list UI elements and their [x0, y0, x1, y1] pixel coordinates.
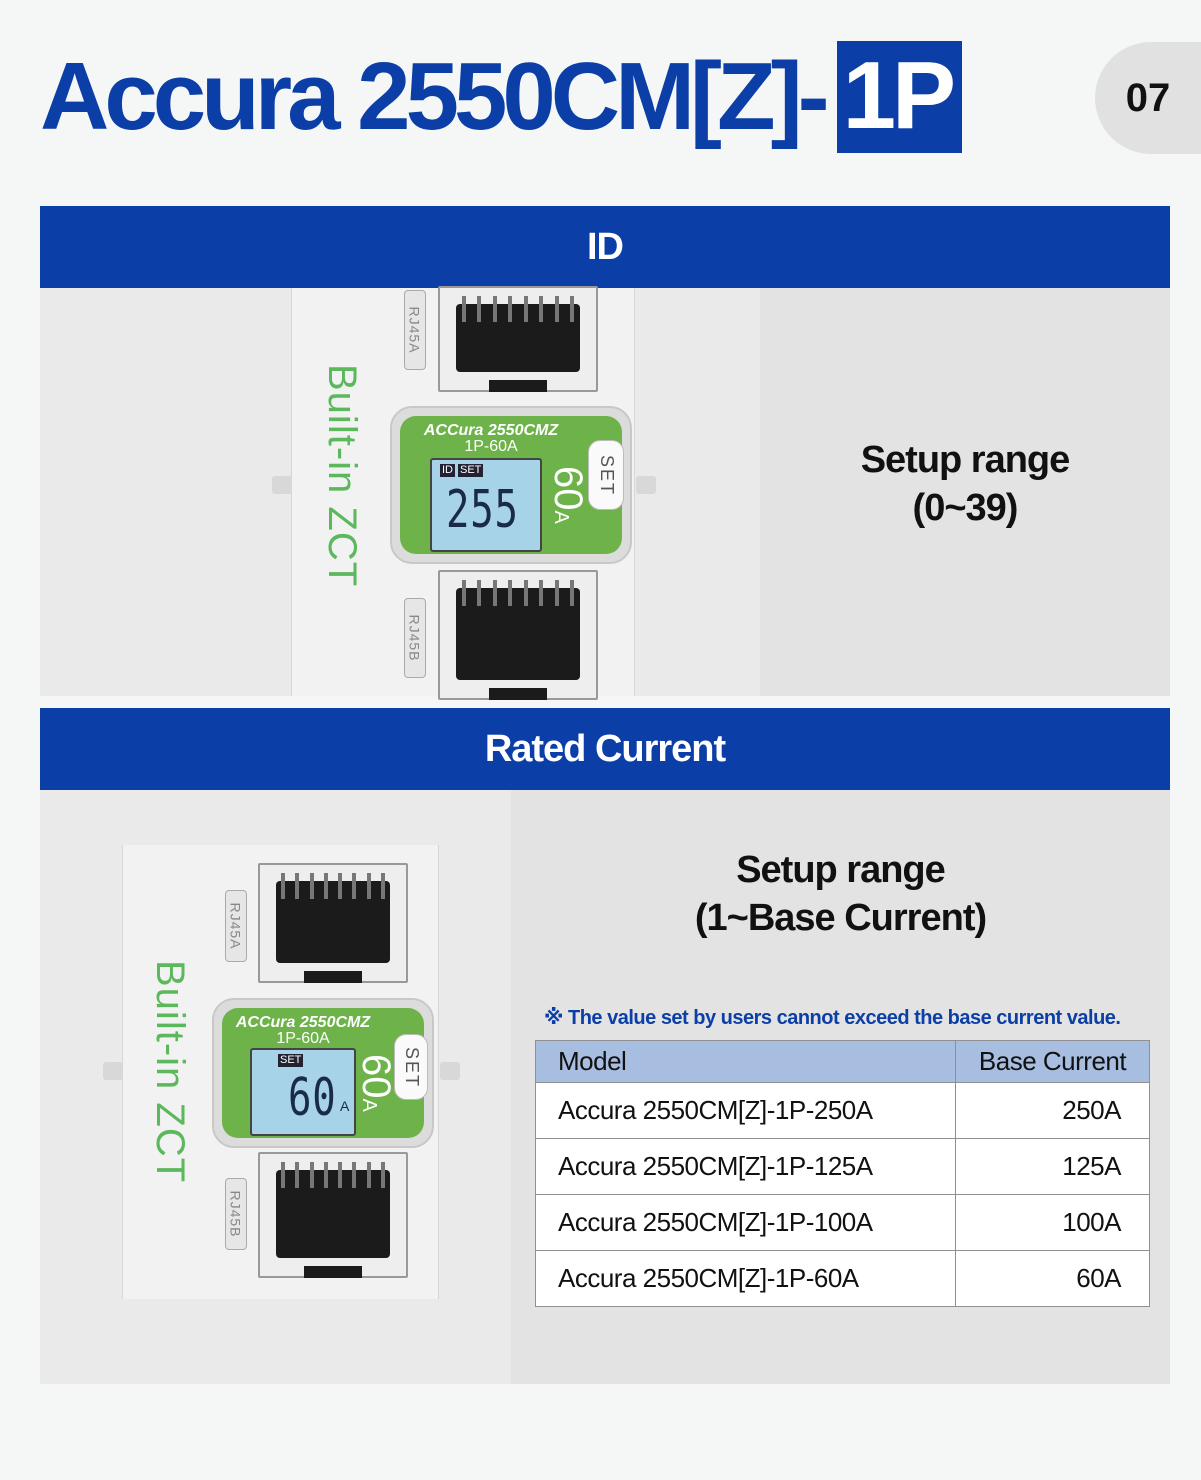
rj45a-label: RJ45A	[404, 290, 426, 370]
lcd-tag-set: SET	[278, 1054, 304, 1067]
base-current-cell: 60A	[955, 1250, 1150, 1307]
model-cell: Accura 2550CM[Z]-1P-125A	[535, 1138, 956, 1195]
table-row: Accura 2550CM[Z]-1P-125A 125A	[535, 1138, 1150, 1195]
lcd-screen: ID SET 255	[430, 458, 542, 552]
section-heading-id: ID	[40, 206, 1170, 288]
display-module: ACCura 2550CMZ 1P-60A SET 60 A 60A SET	[212, 998, 434, 1148]
lcd-tag-set: SET	[458, 464, 484, 477]
model-cell: Accura 2550CM[Z]-1P-250A	[535, 1082, 956, 1139]
column-header-model: Model	[535, 1040, 956, 1083]
display-module: ACCura 2550CMZ 1P-60A ID SET 255 60A SET	[390, 406, 632, 564]
model-cell: Accura 2550CM[Z]-1P-100A	[535, 1194, 956, 1251]
module-brand: ACCura 2550CMZ	[235, 1014, 371, 1031]
device-clip-left	[103, 1062, 123, 1080]
device-clip-right	[636, 476, 656, 494]
base-current-cell: 125A	[955, 1138, 1150, 1195]
module-model: 1P-60A	[276, 1030, 330, 1047]
title-highlight: 1P	[836, 41, 962, 153]
module-model: 1P-60A	[464, 438, 518, 455]
rj45a-label: RJ45A	[225, 890, 247, 962]
set-button[interactable]: SET	[588, 440, 624, 510]
model-cell: Accura 2550CM[Z]-1P-60A	[535, 1250, 956, 1307]
rj45b-port	[438, 570, 598, 700]
module-brand: ACCura 2550CMZ	[423, 422, 559, 439]
lcd-value: 255	[446, 480, 519, 540]
base-current-table: Model Base Current Accura 2550CM[Z]-1P-2…	[535, 1040, 1150, 1307]
section-heading-rated-current: Rated Current	[40, 708, 1170, 790]
base-current-cell: 100A	[955, 1194, 1150, 1251]
zct-label: Built-in ZCT	[320, 364, 364, 588]
rated-setup-range: Setup range (1~Base Current)	[694, 849, 987, 939]
column-header-base-current: Base Current	[955, 1040, 1150, 1083]
id-setup-panel: Setup range (0~39)	[760, 288, 1170, 696]
rj45a-port	[258, 863, 408, 983]
base-current-note: ※ The value set by users cannot exceed t…	[544, 1007, 1121, 1029]
id-setup-range: Setup range (0~39)	[860, 439, 1071, 529]
table-row: Accura 2550CM[Z]-1P-60A 60A	[535, 1250, 1150, 1307]
lcd-tag-id: ID	[440, 464, 455, 477]
title-text: Accura 2550CM[Z]-	[40, 43, 830, 150]
rj45b-label: RJ45B	[225, 1178, 247, 1250]
rated-device-panel: RJ45A RJ45B Built-in ZCT ACCura 2550CMZ …	[40, 790, 511, 1384]
table-header-row: Model Base Current	[535, 1040, 1150, 1083]
lcd-screen: SET 60 A	[250, 1048, 356, 1136]
module-rating: 60A	[354, 1054, 398, 1112]
table-row: Accura 2550CM[Z]-1P-250A 250A	[535, 1082, 1150, 1139]
page-title: Accura 2550CM[Z]- 1P	[40, 38, 962, 156]
lcd-unit: A	[340, 1098, 350, 1114]
module-rating: 60A	[546, 466, 590, 524]
rj45a-port	[438, 286, 598, 392]
rj45b-port	[258, 1152, 408, 1278]
rj45b-label: RJ45B	[404, 598, 426, 678]
zct-label: Built-in ZCT	[148, 960, 192, 1184]
set-button[interactable]: SET	[394, 1034, 428, 1100]
lcd-value: 60	[288, 1068, 337, 1128]
device-clip-left	[272, 476, 292, 494]
base-current-cell: 250A	[955, 1082, 1150, 1139]
table-row: Accura 2550CM[Z]-1P-100A 100A	[535, 1194, 1150, 1251]
id-device-panel: RJ45A RJ45B Built-in ZCT ACCura 2550CMZ …	[40, 286, 760, 700]
page-number: 07	[1095, 42, 1201, 154]
device-clip-right	[440, 1062, 460, 1080]
